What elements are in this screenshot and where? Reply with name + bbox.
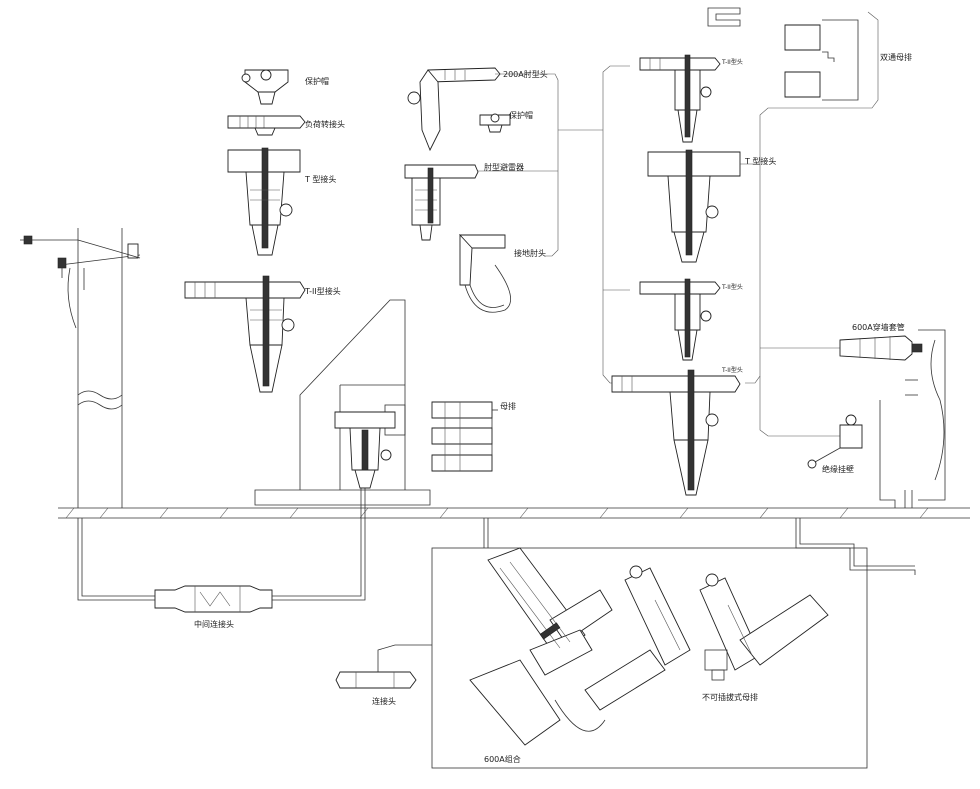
label-load-adapter: 负荷转接头 (305, 119, 345, 129)
label-elbow-200a: 200A肘型头 (503, 69, 548, 79)
t2-small-2-symbol (639, 278, 721, 361)
label-double-busbar: 双通母排 (880, 52, 912, 62)
label-t-connector-1: T 型接头 (304, 174, 336, 184)
label-protective-cap-1: 保护帽 (305, 76, 329, 86)
label-busbar: 母排 (500, 401, 516, 411)
t-connector-2-symbol (647, 149, 741, 263)
label-combo-600a: 600A组合 (484, 754, 521, 764)
non-pluggable-busbar-symbol (584, 565, 829, 711)
label-grounding-elbow: 接地肘头 (514, 248, 546, 258)
t2-small-1-symbol (639, 54, 721, 143)
label-protective-cap-2: 保护帽 (509, 110, 533, 120)
cabinet-outline (254, 299, 431, 506)
label-middle-joint: 中间连接头 (194, 619, 234, 629)
label-non-pluggable-busbar: 不可插拔式母排 (702, 692, 758, 702)
label-t2-small-2: T-II型头 (721, 283, 743, 291)
t-connector-1-symbol (227, 147, 301, 256)
label-t2-connector-left: T-II型接头 (304, 286, 341, 296)
label-insulated-wall: 绝缘挂壁 (822, 464, 854, 474)
ground-line (58, 507, 970, 519)
label-connector: 连接头 (372, 696, 396, 706)
wall-bushing-600a-symbol (839, 335, 923, 361)
load-adapter-symbol (227, 115, 306, 136)
protective-cap-1-symbol (241, 69, 289, 105)
t2-small-3-symbol (611, 369, 741, 496)
cable-route-left (77, 480, 366, 613)
label-bushing-600a: 600A穿墙套管 (852, 322, 905, 332)
combo-600a-symbol (469, 547, 613, 746)
busbar-symbol (431, 401, 498, 472)
label-t2-small-1: T-II型头 (721, 58, 743, 66)
label-elbow-arrester: 肘型避雷器 (484, 162, 524, 172)
double-busbar-symbol (707, 7, 859, 101)
utility-pole (20, 228, 141, 508)
cabinet-t-connector (334, 411, 396, 489)
label-t2-small-3: T-II型头 (721, 366, 743, 374)
underground-vault (431, 518, 868, 769)
elbow-arrester-symbol (404, 164, 479, 241)
t2-connector-left-symbol (184, 275, 306, 393)
wall-structure (879, 329, 946, 508)
connector-symbol (335, 644, 432, 689)
grounding-elbow-symbol (459, 233, 512, 313)
elbow-200a-symbol (407, 67, 501, 152)
insulated-wall-mount-symbol (807, 414, 863, 469)
protective-cap-2-symbol (479, 113, 511, 133)
